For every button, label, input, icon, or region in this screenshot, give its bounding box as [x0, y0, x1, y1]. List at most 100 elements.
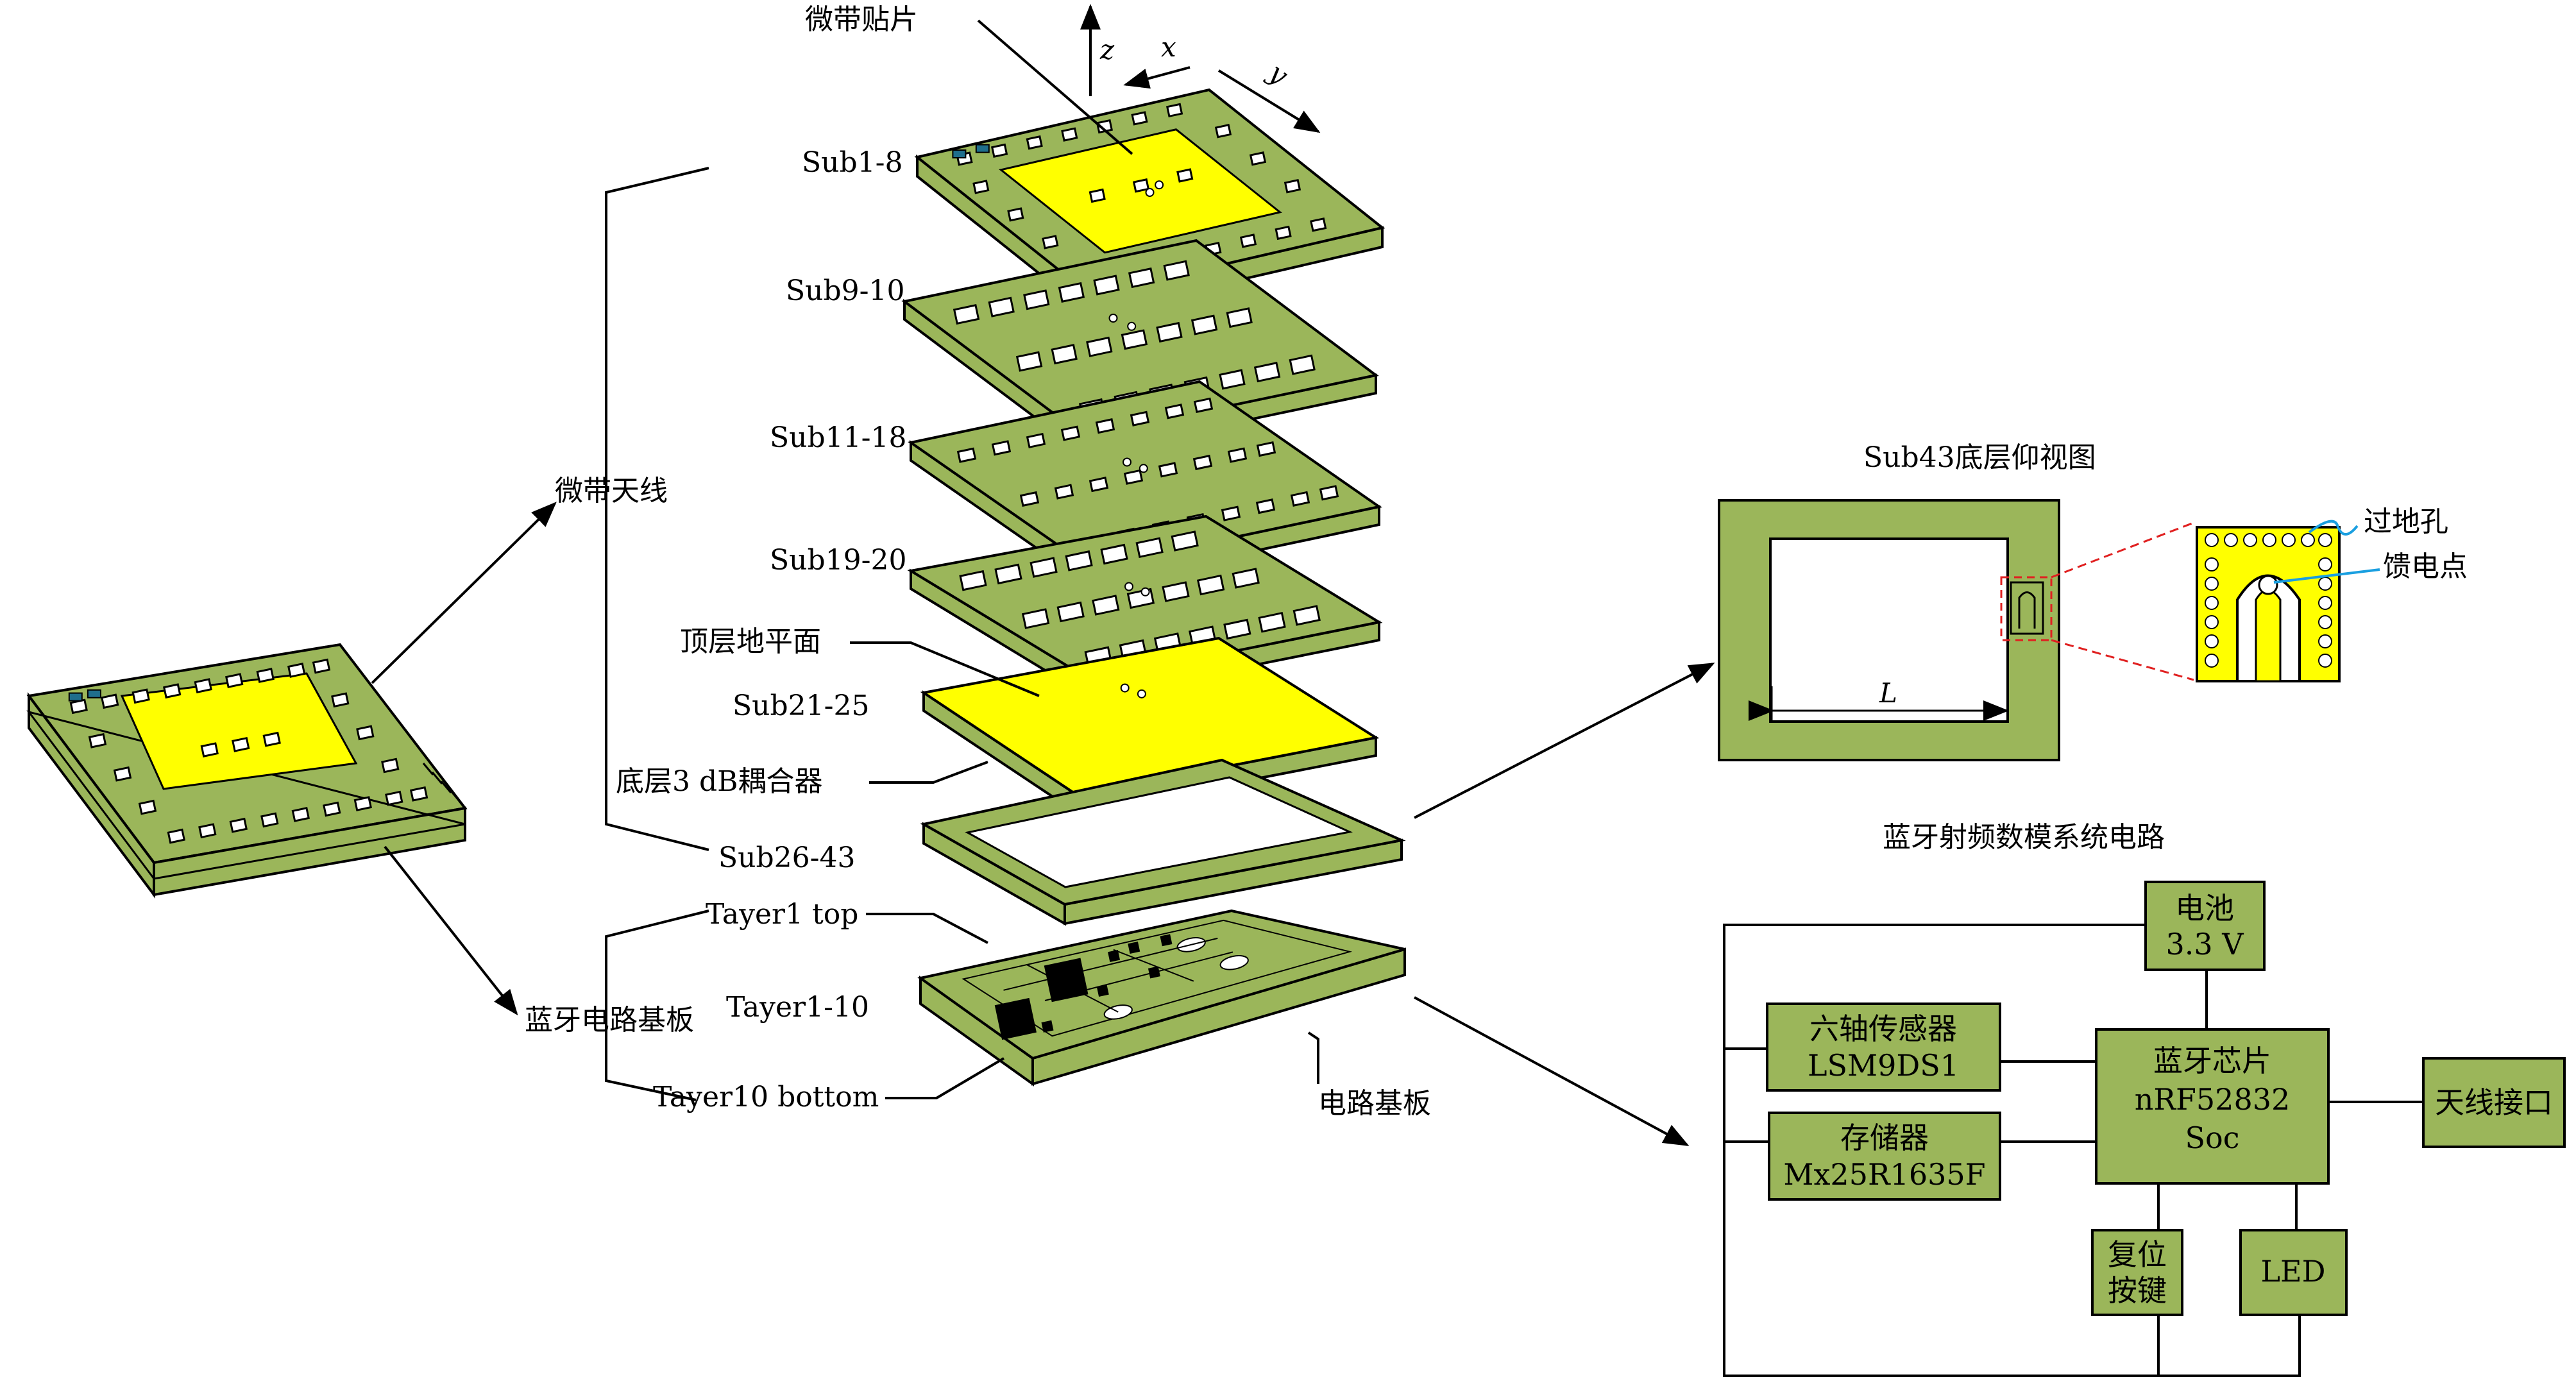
label-circuit-board: 电路基板: [1318, 1087, 1431, 1120]
bt-bracket: [605, 909, 709, 1101]
slot: [194, 678, 212, 694]
label-sub1-8: Sub1-8: [802, 146, 903, 179]
antenna-bracket: [605, 167, 709, 851]
slot: [1239, 233, 1257, 248]
slot: [1227, 447, 1248, 463]
slot: [1030, 557, 1058, 578]
label-layer1-10: Tayer1-10: [726, 991, 869, 1024]
arrow-to-bt-board: [384, 845, 518, 1016]
slot: [1156, 321, 1183, 343]
dimension-l: L: [1879, 677, 1897, 709]
svg-text:电池: 电池: [2175, 891, 2234, 926]
slot: [198, 823, 217, 839]
slot: [1089, 477, 1109, 493]
label-top-ground: 顶层地平面: [680, 625, 821, 658]
slot: [260, 812, 279, 828]
slot: [1319, 485, 1339, 501]
label-bt-board: 蓝牙电路基板: [525, 1004, 694, 1036]
slot: [1065, 550, 1093, 571]
slot: [1256, 441, 1276, 457]
slot: [100, 693, 119, 709]
label-sub19-20: Sub19-20: [770, 544, 907, 577]
slot: [1253, 362, 1281, 383]
slot: [1165, 103, 1183, 118]
label-layer1-top: Tayer1 top: [706, 898, 858, 931]
slot: [88, 732, 107, 749]
slot: [1121, 329, 1148, 350]
slot: [1226, 307, 1253, 328]
smd-component: [1041, 1020, 1054, 1033]
slot: [323, 801, 341, 817]
slot: [256, 668, 275, 683]
slot: [1255, 498, 1276, 514]
slot: [1171, 530, 1199, 552]
slot: [1089, 188, 1106, 203]
bluetooth-block-diagram: 蓝牙射频数模系统电路 电池 3.3 V 六轴传感器 LSM9DS1 存储器 Mx…: [1723, 821, 2566, 1377]
slot: [1021, 608, 1050, 629]
slot: [353, 796, 373, 811]
slot: [1310, 217, 1327, 232]
slot: [1290, 491, 1310, 507]
slot: [69, 698, 88, 715]
label-sub21-25: Sub21-25: [733, 690, 870, 722]
slot: [262, 731, 281, 747]
antenna-port-block: [2422, 1057, 2566, 1148]
svg-text:Soc: Soc: [2185, 1121, 2240, 1155]
slot: [1289, 354, 1316, 375]
svg-text:按键: 按键: [2108, 1273, 2167, 1308]
smd-component: [1128, 941, 1140, 954]
block-diagram-title: 蓝牙射频数模系统电路: [1883, 821, 2165, 854]
slot: [990, 143, 1008, 158]
feed-label: 馈电点: [2383, 550, 2468, 583]
slot: [1192, 454, 1213, 471]
smd-component: [1160, 934, 1173, 947]
slot: [1128, 267, 1155, 289]
feed-zoom-detail: 过地孔 馈电点: [2196, 505, 2468, 682]
slot: [1060, 425, 1081, 441]
slot: [994, 563, 1022, 585]
slot: [1193, 397, 1214, 413]
layer-sub26-43: [920, 758, 1406, 926]
layer-labels: 微带贴片 Sub1-8 Sub9-10 Sub11-18 Sub19-20 顶层…: [616, 3, 1431, 1120]
label-sub26-43: Sub26-43: [718, 842, 856, 874]
slot: [1095, 418, 1115, 434]
svg-text:存储器: 存储器: [1840, 1121, 1929, 1155]
layer-sub1-8: [914, 88, 1385, 317]
slot: [291, 807, 310, 822]
slot: [1058, 282, 1085, 303]
slot: [1219, 369, 1246, 390]
slot: [162, 683, 182, 699]
led-block: [2239, 1229, 2348, 1316]
slot: [1249, 151, 1267, 166]
slot: [138, 799, 157, 815]
slot: [1284, 179, 1301, 194]
slot: [331, 692, 350, 708]
slot: [1131, 111, 1148, 126]
axis-y-label: y: [1262, 56, 1294, 92]
slot: [1258, 611, 1286, 633]
slot: [1223, 618, 1251, 640]
svg-text:LED: LED: [2260, 1254, 2325, 1289]
label-coupler: 底层3 dB耦合器: [616, 765, 822, 798]
slot: [167, 828, 186, 844]
svg-text:nRF52832: nRF52832: [2135, 1082, 2291, 1117]
svg-text:3.3 V: 3.3 V: [2166, 927, 2244, 961]
slot: [1221, 505, 1241, 521]
memory-block: [1768, 1112, 2001, 1201]
slot: [1232, 568, 1260, 589]
slot: [1164, 403, 1185, 419]
slot: [131, 688, 150, 704]
arrow-to-block-diagram: [1414, 996, 1690, 1146]
slot: [988, 296, 1015, 317]
sub43-bottom-view: Sub43底层仰视图 L 过地孔 馈电点: [1718, 441, 2468, 761]
axis-x-label: x: [1161, 31, 1176, 63]
slot: [972, 180, 990, 194]
chip-block: [2095, 1028, 2330, 1185]
smd-component: [1108, 949, 1121, 962]
svg-text:六轴传感器: 六轴传感器: [1809, 1011, 1957, 1046]
slot: [1132, 178, 1150, 193]
svg-text:复位: 复位: [2108, 1237, 2167, 1272]
slot: [356, 725, 375, 741]
slot: [1056, 601, 1085, 623]
